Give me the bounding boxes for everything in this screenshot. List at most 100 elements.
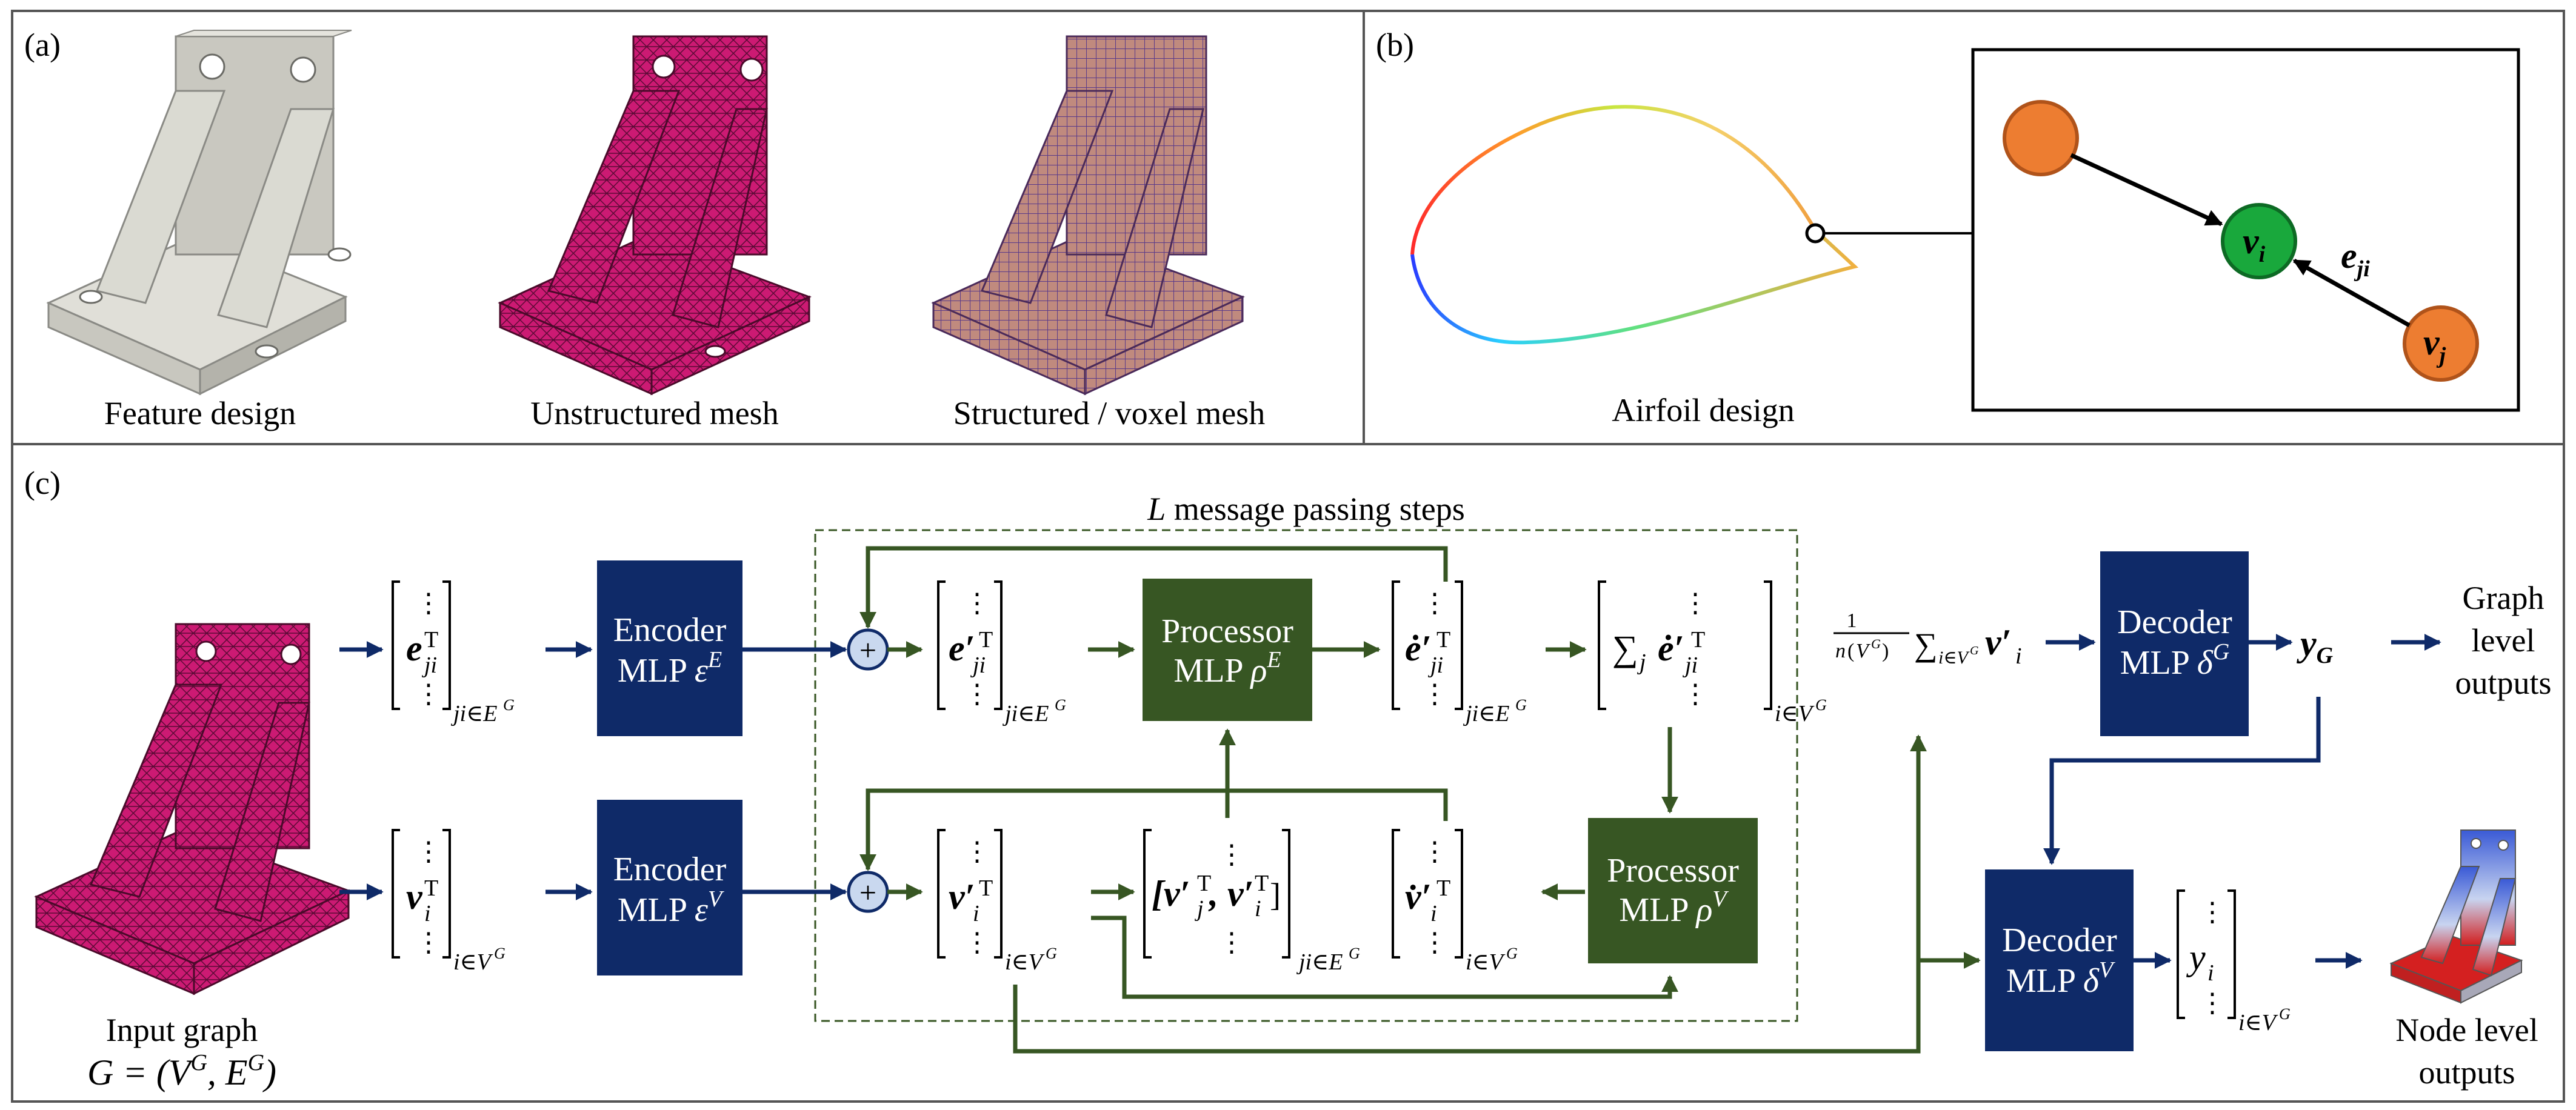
- svg-text:ė′: ė′: [1658, 628, 1684, 668]
- node-output-heatmap-illustration: [2389, 829, 2523, 1004]
- arrow-yg-to-decoder-v: [2043, 697, 2321, 865]
- svg-text:[v′: [v′: [1152, 874, 1190, 914]
- svg-text:T: T: [1691, 627, 1705, 653]
- svg-text:ji∈E: ji∈E: [1463, 701, 1509, 726]
- processor-v-box: [1588, 818, 1758, 963]
- svg-text:v′: v′: [1985, 622, 2012, 662]
- message-passing-title: L message passing steps: [1147, 491, 1464, 527]
- svg-text:⋮: ⋮: [415, 588, 442, 618]
- svg-text:T: T: [1255, 871, 1269, 896]
- graph-output-line1: Graph: [2463, 580, 2544, 616]
- node-vj-label: vj: [2423, 322, 2446, 368]
- panel-b-label: (b): [1376, 27, 1414, 63]
- svg-text:⋮: ⋮: [415, 679, 442, 709]
- bracket-voxel-mesh-illustration: [931, 35, 1245, 396]
- encoder-v-line1: Encoder: [613, 851, 727, 888]
- svg-text:ji∈E: ji∈E: [1296, 949, 1343, 975]
- node-output-line2: outputs: [2418, 1054, 2515, 1091]
- svg-text:G: G: [1349, 945, 1360, 962]
- svg-text:⋮: ⋮: [415, 928, 442, 957]
- svg-text:i∈V: i∈V: [1005, 949, 1045, 975]
- svg-text:⋮: ⋮: [1421, 928, 1448, 957]
- processor-v-line2: MLP ρV: [1619, 886, 1729, 929]
- panel-a-label: (a): [24, 27, 61, 63]
- svg-text:i: i: [1255, 896, 1261, 922]
- svg-text:T: T: [1436, 627, 1450, 653]
- svg-text:⋮: ⋮: [1218, 928, 1245, 957]
- svg-text:ji∈E: ji∈E: [450, 701, 497, 726]
- arrow-v-prime-to-processor-v: [1091, 916, 1678, 999]
- bracket-feature-design-illustration: [46, 30, 352, 396]
- svg-text:e′: e′: [949, 628, 975, 668]
- svg-text:G: G: [1046, 945, 1057, 962]
- svg-text:⋮: ⋮: [2199, 988, 2226, 1018]
- svg-text:i∈V: i∈V: [1938, 648, 1970, 668]
- decoder-v-box: [1985, 869, 2134, 1051]
- edge-top-to-vi: [2070, 153, 2223, 227]
- sum-node-node-plus: +: [859, 876, 876, 909]
- caption-unstructured-mesh: Unstructured mesh: [530, 395, 778, 431]
- node-output-line1: Node level: [2395, 1012, 2538, 1048]
- svg-text:⋮: ⋮: [2199, 897, 2226, 927]
- svg-text:G: G: [1055, 696, 1066, 714]
- svg-text:ji: ji: [1427, 653, 1443, 678]
- arrow-v-prime-to-outputs: [1013, 734, 1927, 1054]
- node-vi-label: vi: [2243, 221, 2266, 267]
- svg-text:G: G: [2279, 1005, 2291, 1023]
- svg-text:T: T: [1436, 876, 1450, 901]
- loop-edge-feedback: [859, 546, 1448, 629]
- decoder-g-box: [2100, 551, 2249, 736]
- input-graph-mesh-illustration: [34, 623, 351, 995]
- svg-text:n: n: [1835, 640, 1846, 662]
- svg-text:ji: ji: [1682, 653, 1698, 678]
- svg-text:): ): [1882, 640, 1889, 662]
- svg-text:i: i: [424, 901, 431, 926]
- graph-output-line3: outputs: [2455, 665, 2551, 701]
- svg-text:ė′: ė′: [1405, 628, 1432, 668]
- svg-text:⋮: ⋮: [964, 837, 990, 866]
- node-vi: [2221, 203, 2297, 279]
- svg-text:⋮: ⋮: [964, 928, 990, 957]
- graph-output-line2: level: [2472, 622, 2535, 659]
- svg-text:T: T: [979, 876, 993, 901]
- edge-eji-label: eji: [2341, 236, 2370, 282]
- encoder-e-line2: MLP εE: [618, 647, 722, 690]
- caption-voxel-mesh: Structured / voxel mesh: [953, 395, 1265, 431]
- svg-text:T: T: [424, 876, 438, 901]
- airfoil-curve: [1410, 105, 1859, 345]
- svg-text:1: 1: [1847, 610, 1857, 632]
- svg-text:T: T: [979, 627, 993, 653]
- edge-vj-to-vi: [2292, 258, 2411, 328]
- svg-text:T: T: [1197, 871, 1211, 896]
- svg-text:⋮: ⋮: [1218, 840, 1245, 869]
- output-yg: yG: [2297, 623, 2334, 668]
- svg-text:G: G: [1515, 696, 1527, 714]
- node-vj: [2403, 305, 2479, 382]
- svg-text:i: i: [2207, 960, 2214, 986]
- svg-text:ji: ji: [421, 653, 437, 678]
- decoder-v-line1: Decoder: [2002, 922, 2117, 959]
- decoder-g-line2: MLP δG: [2120, 639, 2230, 682]
- svg-text:v: v: [406, 877, 423, 917]
- svg-text:⋮: ⋮: [415, 837, 442, 866]
- processor-v-line1: Processor: [1607, 852, 1739, 889]
- bracket-unstructured-mesh-illustration: [498, 35, 812, 396]
- svg-text:G: G: [1871, 636, 1881, 651]
- encoder-e-line1: Encoder: [613, 611, 727, 649]
- svg-text:(: (: [1847, 640, 1854, 662]
- svg-text:i∈V: i∈V: [1466, 949, 1506, 975]
- encoder-v-line2: MLP εV: [618, 886, 724, 929]
- svg-text:ji: ji: [970, 653, 986, 678]
- svg-text:i∈V: i∈V: [1775, 701, 1815, 726]
- svg-text:G: G: [1506, 945, 1518, 962]
- processor-e-line1: Processor: [1161, 613, 1293, 650]
- svg-text:i∈V: i∈V: [453, 949, 493, 975]
- svg-text:⋮: ⋮: [964, 679, 990, 709]
- svg-text:v̇′: v̇′: [1405, 877, 1432, 917]
- svg-text:⋮: ⋮: [1421, 837, 1448, 866]
- svg-text:∑: ∑: [1914, 626, 1938, 663]
